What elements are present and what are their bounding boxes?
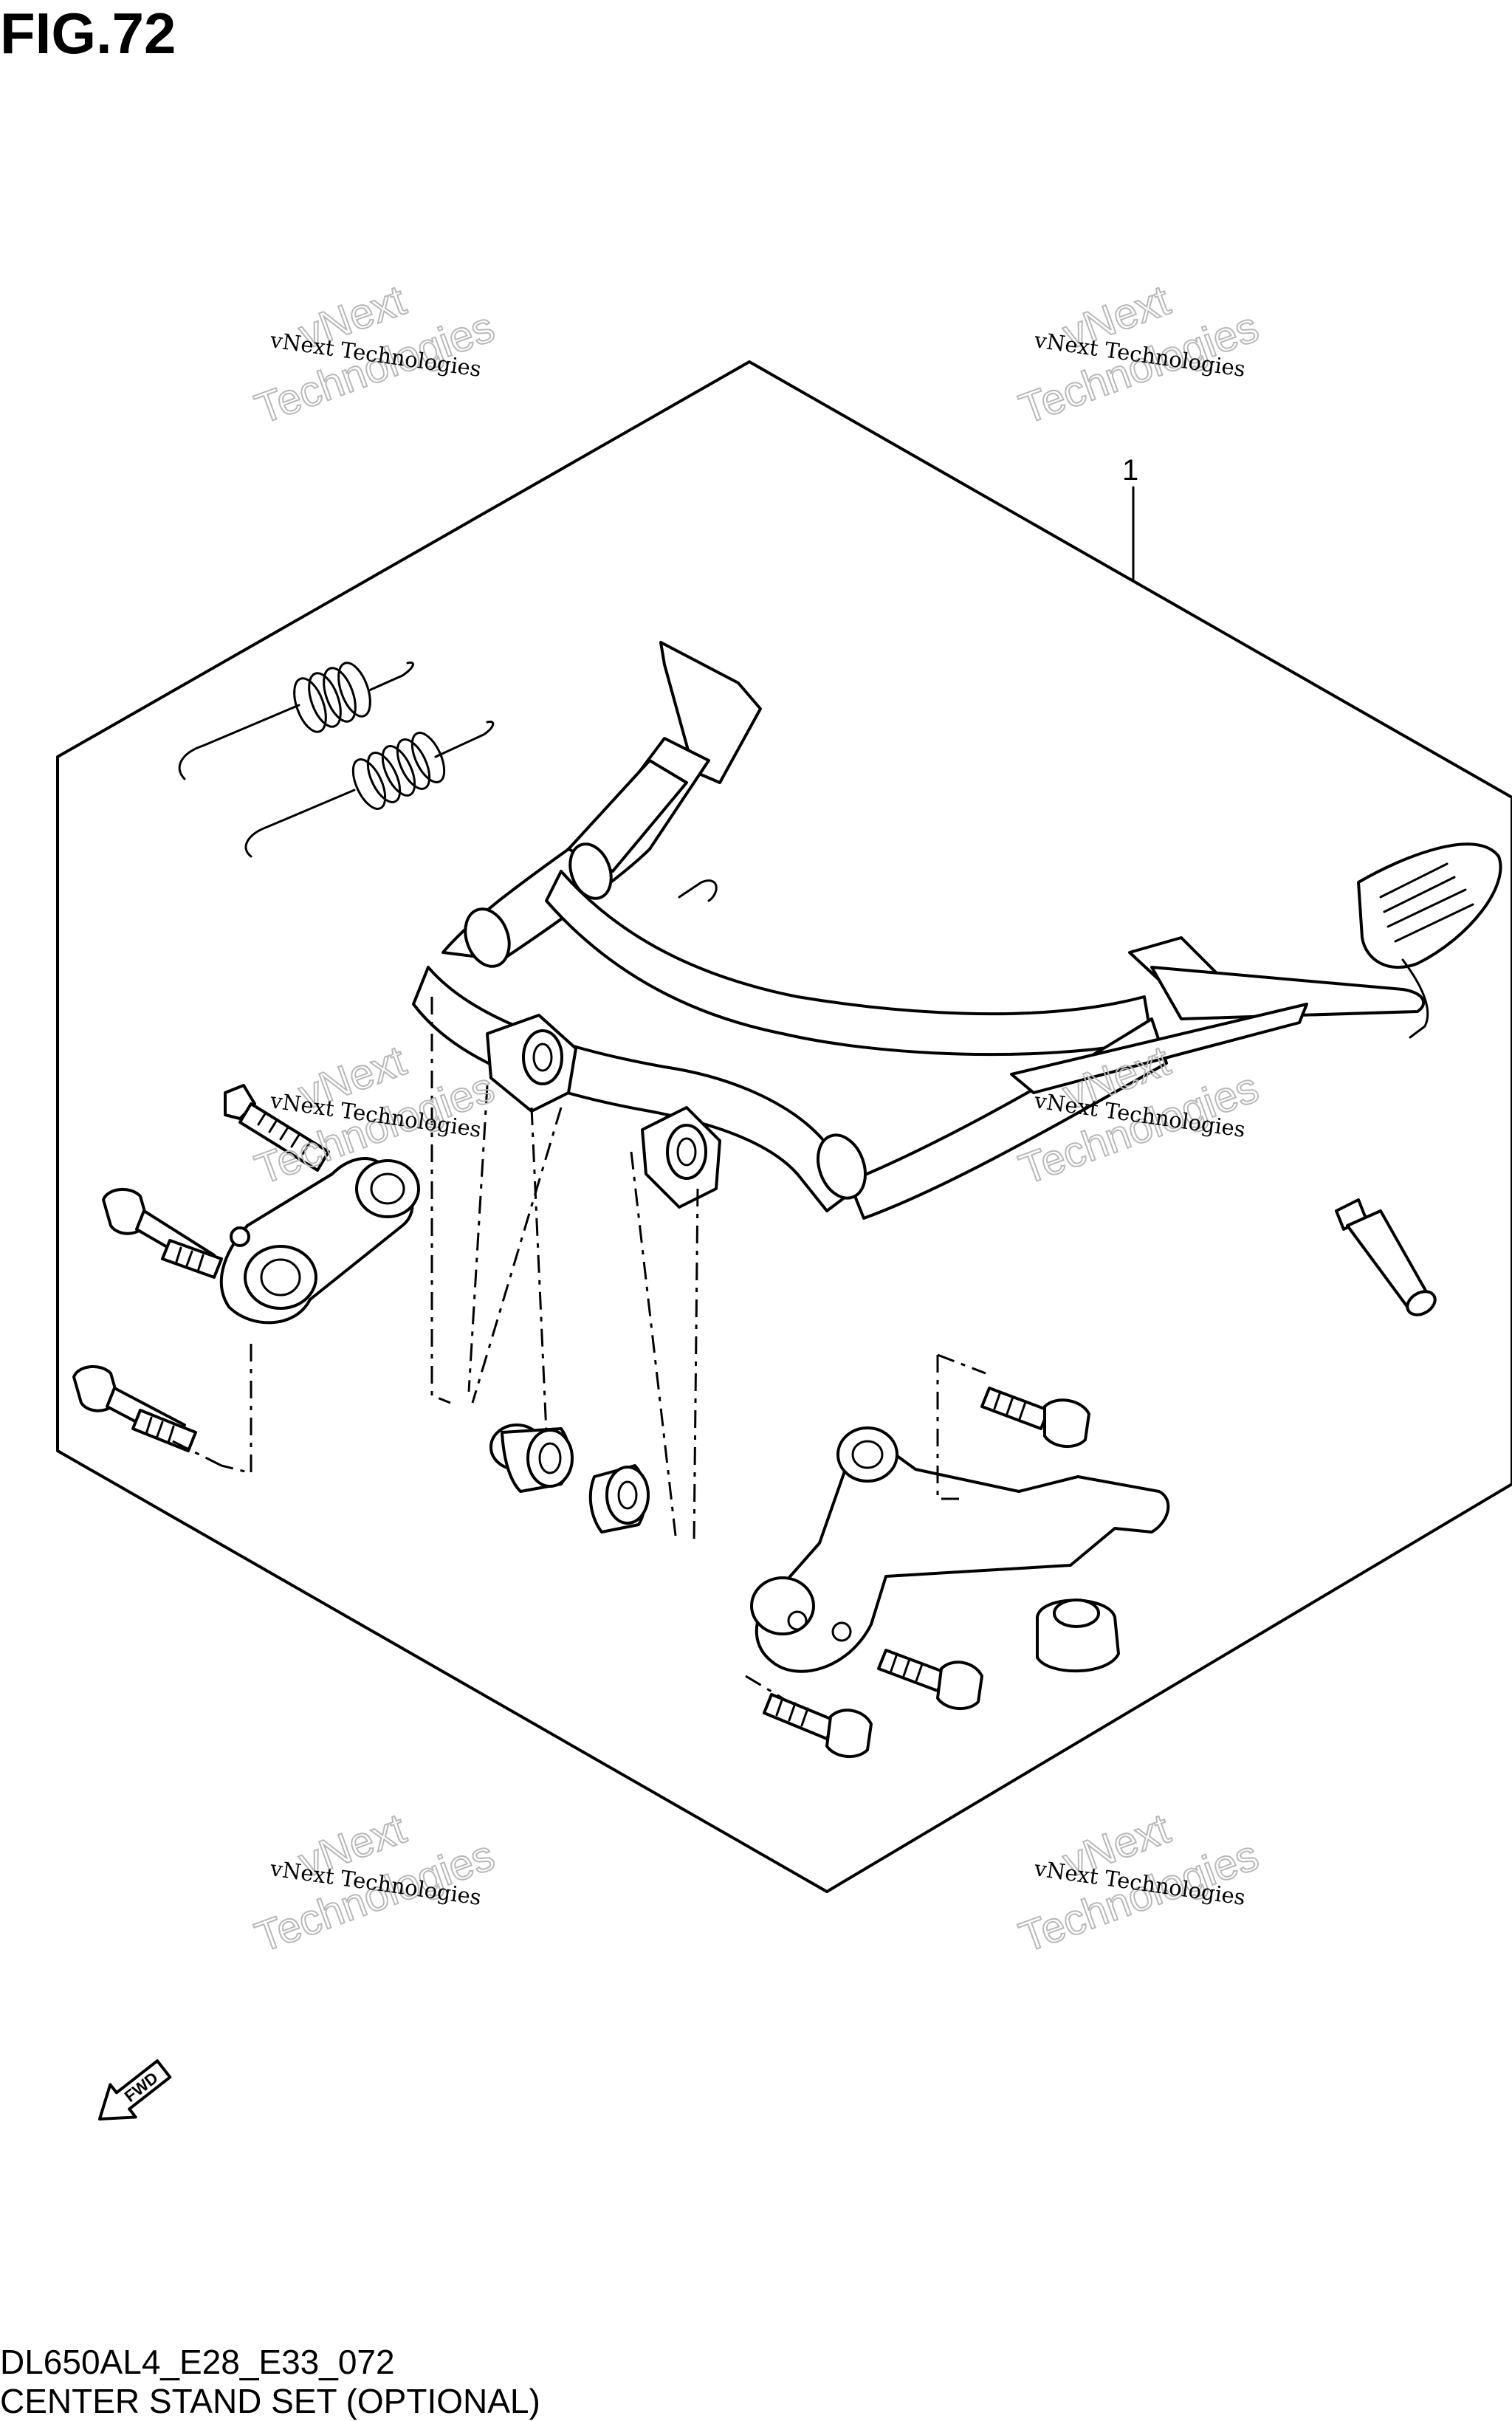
kit-boundary (56, 360, 1512, 1893)
center-stand-frame (412, 641, 1502, 1220)
watermark-top-right: vNext Technologies vNext Technologies (1012, 275, 1265, 434)
callout-number: 1 (1122, 454, 1138, 487)
assembly-leaders (169, 997, 986, 1700)
bracket-left (219, 1157, 420, 1325)
watermark-middle-right: vNext Technologies vNext Technologies (1012, 1036, 1265, 1195)
spring-upper (178, 661, 414, 780)
rubber-stopper (1036, 1598, 1120, 1673)
model-code: DL650AL4_E28_E33_072 (0, 2343, 395, 2381)
bolt-left-middle (102, 1187, 223, 1279)
figure-caption: CENTER STAND SET (OPTIONAL) (0, 2382, 540, 2420)
bolt-left-lower (72, 1364, 197, 1452)
watermark-top-left: vNext Technologies vNext Technologies (248, 275, 501, 434)
figure-title: FIG.72 (0, 1, 176, 66)
watermark-bottom-left: vNext Technologies vNext Technologies (248, 1804, 501, 1962)
fwd-arrow-icon: FWD (98, 2059, 172, 2120)
stud-pin (1335, 1198, 1437, 1316)
pivot-boss-left (486, 1014, 577, 1113)
pivot-boss-right (641, 1106, 721, 1209)
bracket-right (750, 1426, 1170, 1673)
spring-lower (244, 720, 495, 858)
bushing-flanged (489, 1424, 574, 1493)
watermark-bottom-right: vNext Technologies vNext Technologies (1012, 1804, 1265, 1962)
bolt-right-lower-left (763, 1693, 873, 1759)
bolt-right-lower-right (877, 1649, 983, 1711)
bolt-right-upper (980, 1387, 1090, 1449)
bushing-plain (588, 1464, 650, 1534)
bolt-left-top (224, 1084, 330, 1172)
